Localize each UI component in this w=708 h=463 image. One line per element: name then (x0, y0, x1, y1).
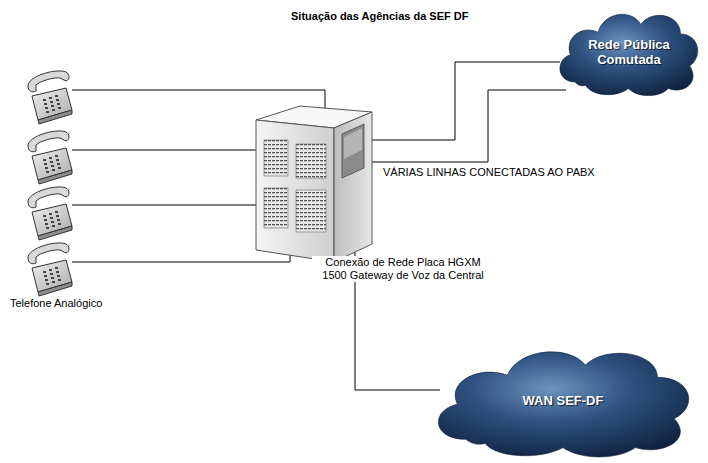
trunk-wire (368, 62, 560, 140)
analog-phone (28, 187, 72, 240)
phone-wire (72, 254, 290, 262)
analog-phone (28, 131, 72, 184)
phone-wire (72, 150, 262, 151)
pabx-box (256, 106, 372, 262)
phone-wire (72, 90, 325, 112)
gateway-label: Conexão de Rede Placa HGXM 1500 Gateway … (312, 256, 494, 282)
phone-label: Telefone Analógico (8, 297, 104, 310)
trunk-wire (368, 90, 566, 162)
cloud-label: Rede Pública Comutada (584, 37, 674, 67)
cloud-text-wrap: WAN SEF-DF (483, 393, 643, 408)
cloud-outline (438, 352, 688, 457)
network-cloud: Rede Pública Comutada (552, 2, 705, 98)
diagram-title: Situação das Agências da SEF DF (291, 10, 468, 23)
trunk-label: VÁRIAS LINHAS CONECTADAS AO PABX (381, 166, 597, 179)
cloud-label: WAN SEF-DF (483, 393, 643, 408)
network-cloud: WAN SEF-DF (424, 336, 702, 460)
phone-wire (72, 205, 262, 206)
analog-phone (28, 243, 72, 296)
cloud-text-wrap: Rede Pública Comutada (584, 37, 674, 67)
wires (72, 62, 566, 390)
cloud-outline (560, 14, 698, 95)
analog-phone (28, 71, 72, 124)
